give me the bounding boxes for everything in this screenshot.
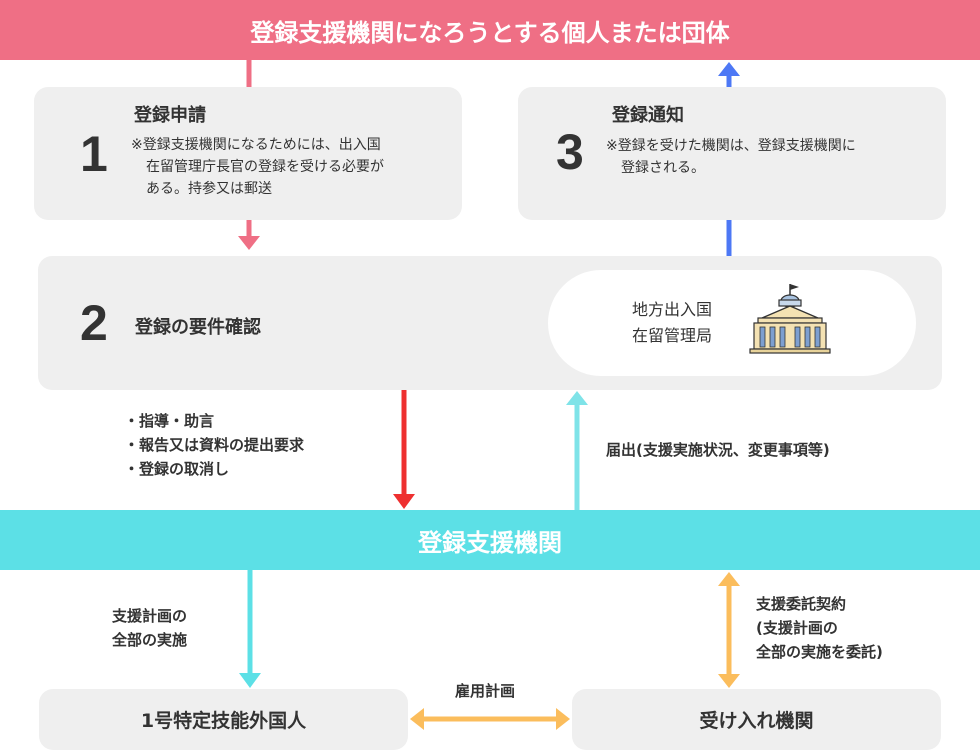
step1-note-line1: ※登録支援機関になるためには、出入国 bbox=[131, 137, 381, 153]
step1-title: 登録申請 bbox=[134, 105, 206, 126]
guidance-item: ・報告又は資料の提出要求 bbox=[124, 436, 305, 454]
regional-immigration-office-label: 地方出入国 在留管理局 bbox=[632, 297, 712, 349]
arrow-delegation-head-top bbox=[718, 572, 740, 586]
step3-note: ※登録を受けた機関は、登録支援機関に 登録される。 bbox=[606, 135, 936, 179]
delegation-line2: (支援計画の bbox=[756, 619, 838, 637]
guidance-item: ・指導・助言 bbox=[124, 412, 215, 430]
step3-box: 3 登録通知 ※登録を受けた機関は、登録支援機関に 登録される。 bbox=[518, 87, 946, 220]
step3-title: 登録通知 bbox=[612, 105, 684, 126]
applicant-header: 登録支援機関になろうとする個人または団体 bbox=[0, 0, 980, 60]
applicant-header-title: 登録支援機関になろうとする個人または団体 bbox=[250, 18, 730, 47]
arrow-step1-to-step2-head bbox=[238, 236, 260, 250]
arrow-notification-head bbox=[566, 391, 588, 405]
government-building-icon bbox=[749, 284, 831, 354]
guidance-item: ・登録の取消し bbox=[124, 460, 230, 478]
support-plan-line1: 支援計画の bbox=[112, 607, 188, 625]
step1-number: 1 bbox=[80, 126, 108, 182]
step1-note-line3: ある。持参又は郵送 bbox=[146, 181, 272, 197]
arrow-delegation-head-bottom bbox=[718, 674, 740, 688]
support-plan-label: 支援計画の 全部の実施 bbox=[112, 604, 187, 652]
step3-number: 3 bbox=[556, 124, 584, 180]
arrow-step3-to-header-head bbox=[718, 62, 740, 76]
office-line2: 在留管理局 bbox=[632, 326, 713, 345]
regional-immigration-office bbox=[548, 270, 916, 376]
support-plan-line2: 全部の実施 bbox=[112, 631, 188, 649]
step1-note: ※登録支援機関になるためには、出入国 在留管理庁長官の登録を受ける必要が ある。… bbox=[131, 134, 461, 200]
arrow-guidance-head bbox=[393, 494, 415, 509]
arrow-employment-head-left bbox=[410, 708, 424, 730]
arrow-employment-head-right bbox=[556, 708, 570, 730]
step1-box: 1 登録申請 ※登録支援機関になるためには、出入国 在留管理庁長官の登録を受ける… bbox=[34, 87, 462, 220]
step2-number: 2 bbox=[80, 295, 108, 351]
step1-note-line2: 在留管理庁長官の登録を受ける必要が bbox=[146, 159, 384, 175]
support-organization-band: 登録支援機関 bbox=[0, 510, 980, 570]
receiving-organization-box: 受け入れ機関 bbox=[572, 689, 941, 750]
delegation-contract-label: 支援委託契約 (支援計画の 全部の実施を委託) bbox=[756, 592, 883, 664]
employment-plan-label: 雇用計画 bbox=[455, 682, 516, 700]
delegation-line1: 支援委託契約 bbox=[756, 595, 847, 613]
receiving-organization-label: 受け入れ機関 bbox=[699, 710, 814, 732]
step3-note-line1: ※登録を受けた機関は、登録支援機関に bbox=[606, 138, 856, 154]
guidance-list: ・指導・助言 ・報告又は資料の提出要求 ・登録の取消し bbox=[124, 409, 304, 481]
foreign-worker-box: 1号特定技能外国人 bbox=[39, 689, 408, 750]
support-organization-title: 登録支援機関 bbox=[418, 528, 562, 557]
delegation-line3: 全部の実施を委託) bbox=[756, 643, 883, 661]
arrow-support-plan-head bbox=[239, 673, 261, 688]
foreign-worker-label: 1号特定技能外国人 bbox=[140, 710, 307, 732]
step3-note-line2: 登録される。 bbox=[621, 160, 705, 176]
notification-label: 届出(支援実施状況、変更事項等) bbox=[606, 441, 830, 459]
step2-title: 登録の要件確認 bbox=[135, 317, 261, 338]
office-line1: 地方出入国 bbox=[632, 300, 713, 319]
